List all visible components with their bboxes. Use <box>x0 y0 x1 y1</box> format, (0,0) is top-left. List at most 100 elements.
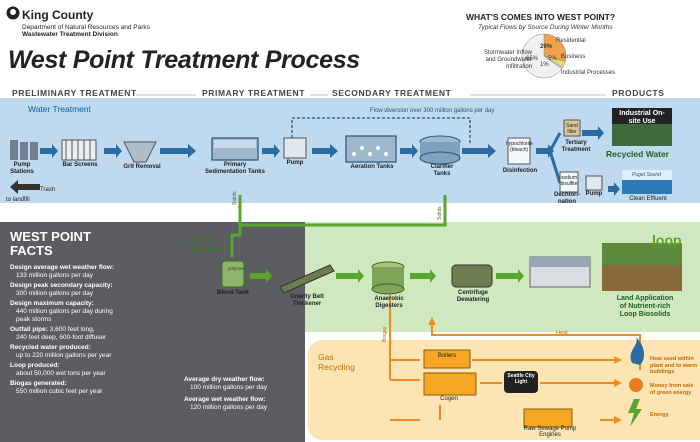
pie-pct-business: 5% <box>548 56 557 62</box>
fact-value: 240 feet deep, 600-foot diffuser <box>16 334 107 341</box>
pie-pct-stormwater: 65% <box>526 56 539 62</box>
bisulfite-label: sodium bisulfite <box>560 175 578 187</box>
inflow-pie-chart <box>521 33 567 79</box>
fact-item: Outfall pipe: 3,600 feet long, 240 feet … <box>10 326 185 342</box>
fact-item: Average wet weather flow: 120 million ga… <box>184 396 302 412</box>
land-line-1: Land Application <box>616 295 674 302</box>
energy-label: Energy <box>650 412 669 418</box>
pie-pct-industrial: 1% <box>540 62 549 68</box>
disinfection-label: Disinfection <box>502 168 538 174</box>
bar-screens-label: Bar Screens <box>62 162 98 168</box>
fact-key: Design average wet weather flow: <box>10 264 115 271</box>
industrial-use-label: Industrial On-site Use <box>619 110 665 125</box>
section-primary: PRIMARY TREATMENT <box>202 88 306 98</box>
water-band-label: Water Treatment <box>28 104 91 114</box>
digesters-label: Anaerobic Digesters <box>374 296 404 309</box>
division-name: Wastewater Treatment Division <box>22 31 118 38</box>
solids-gas-flow-diagram <box>221 195 682 428</box>
pie-label-stormwater: Stormwater Inflow and Groundwater Infilt… <box>483 50 532 70</box>
pie-subtitle: Typical Flows by Source During Winter Mo… <box>478 24 613 31</box>
cogen-label: Cogen <box>440 396 458 402</box>
flow-diversion-note: Flow diversion over 300 million gallons … <box>370 108 495 114</box>
fact-value: 550 million cubic feet per year <box>16 388 103 395</box>
boilers-label: Boilers <box>437 353 457 359</box>
pie-slice-3 <box>521 33 563 79</box>
blend-tank-label: Blend Tank <box>217 290 249 296</box>
fact-item: Average dry weather flow: 100 million ga… <box>184 376 302 392</box>
pie-pct-residential: 29% <box>540 44 553 50</box>
solids-tag-primary: Solids <box>232 191 238 205</box>
solids-tag-clarifier: Solids <box>437 206 443 220</box>
thickener-label: Gravity Belt Thickener <box>290 294 324 307</box>
landfill-label: to landfill <box>6 197 30 203</box>
land-application-label: Land Application of Nutrient-rich Loop B… <box>600 295 690 319</box>
pie-label-residential: Residential <box>556 38 586 44</box>
org-name: King County <box>22 8 94 22</box>
fact-value: 3,600 feet long, <box>47 326 95 333</box>
polymer-tag: polymer <box>228 266 245 271</box>
facts-heading: WEST POINT FACTS <box>10 230 91 258</box>
facts-heading-2: FACTS <box>10 243 53 258</box>
fact-key: Loop produced: <box>10 362 60 369</box>
grit-removal-label: Grit Removal <box>123 164 161 170</box>
fact-item: Biogas generated: 550 million cubic feet… <box>10 380 185 396</box>
fact-item: Design average wet weather flow: 133 mil… <box>10 264 185 280</box>
solids-band-label: Solids Treatment <box>190 234 229 254</box>
heat-used-label: Heat used within plant and to warm build… <box>650 356 698 375</box>
king-county-logo-icon <box>6 6 20 20</box>
fact-item: Loop produced: about 50,000 wet tons per… <box>10 362 185 378</box>
pump-label: Pump <box>286 160 304 166</box>
primary-tanks-label: Primary Sedimentation Tanks <box>205 162 265 175</box>
fact-key: Average dry weather flow: <box>184 376 265 383</box>
heat-tag: Heat <box>556 330 568 336</box>
page-title: West Point Treatment Process <box>8 46 360 74</box>
fact-key: Biogas generated: <box>10 380 67 387</box>
money-label: Money from sale of green energy <box>650 383 694 396</box>
section-secondary: SECONDARY TREATMENT <box>332 88 452 98</box>
aeration-tanks-label: Aeration Tanks <box>350 164 394 170</box>
fact-value: 300 million gallons per day <box>16 290 93 297</box>
fact-value: up to 220 million gallons per year <box>16 352 112 359</box>
seattle-city-light-logo: Seattle City Light <box>507 373 535 385</box>
pump-stations-label: Pump Stations <box>10 162 34 175</box>
pie-title: WHAT'S COMES INTO WEST POINT? <box>466 12 616 22</box>
clean-effluent-label: Clean Effluent <box>629 196 667 202</box>
fact-key: Design peak secondary capacity: <box>10 282 113 289</box>
section-preliminary: PRELIMINARY TREATMENT <box>12 88 137 98</box>
facts-heading-1: WEST POINT <box>10 229 91 244</box>
land-line-2: of Nutrient-rich <box>619 303 671 310</box>
pie-label-industrial: Industrial Processes <box>561 70 616 76</box>
fact-key: Average wet weather flow: <box>184 396 266 403</box>
dept-name: Department of Natural Resources and Park… <box>22 24 150 31</box>
fact-value: 120 million gallons per day <box>190 404 267 411</box>
sand-filter-label: Sand filter <box>566 123 578 135</box>
gas-band-label: Gas Recycling <box>318 352 355 372</box>
biogas-tag: Biogas <box>382 326 388 342</box>
fact-value: 100 million gallons per day <box>190 384 267 391</box>
facts-list: Design average wet weather flow: 133 mil… <box>10 264 185 398</box>
fact-key: Recycled water produced: <box>10 344 91 351</box>
fact-key: Outfall pipe: <box>10 326 48 333</box>
tertiary-label: Tertiary Treatment <box>561 140 591 153</box>
section-products: PRODUCTS <box>612 88 665 98</box>
recycled-water-label: Recycled Water <box>606 149 669 159</box>
loop-logo: loop <box>652 232 682 248</box>
facts-panel <box>0 222 305 442</box>
dewatering-label: Centrifuge Dewatering <box>456 290 490 303</box>
raw-pump-label: Raw Sewage Pump Engines <box>523 426 577 438</box>
fact-item: Recycled water produced: up to 220 milli… <box>10 344 185 360</box>
section-rules <box>136 94 606 96</box>
puget-sound-label: Puget Sound <box>632 172 661 178</box>
trash-label: Trash <box>40 187 56 193</box>
fact-key: Design maximum capacity: <box>10 300 94 307</box>
hypochlorite-label: hypochlorite (bleach) <box>506 141 533 153</box>
fact-value: 440 million gallons per day during <box>16 308 113 315</box>
fact-item: Design peak secondary capacity: 300 mill… <box>10 282 185 298</box>
fact-value: peak storms <box>16 316 52 323</box>
pie-slice-0 <box>543 33 567 62</box>
facts-right: Average dry weather flow: 100 million ga… <box>184 376 302 412</box>
fact-item: Design maximum capacity: 440 million gal… <box>10 300 185 324</box>
pie-label-business: Business <box>561 54 586 60</box>
pump2-label: Pump <box>585 191 603 197</box>
fact-value: about 50,000 wet tons per year <box>16 370 106 377</box>
